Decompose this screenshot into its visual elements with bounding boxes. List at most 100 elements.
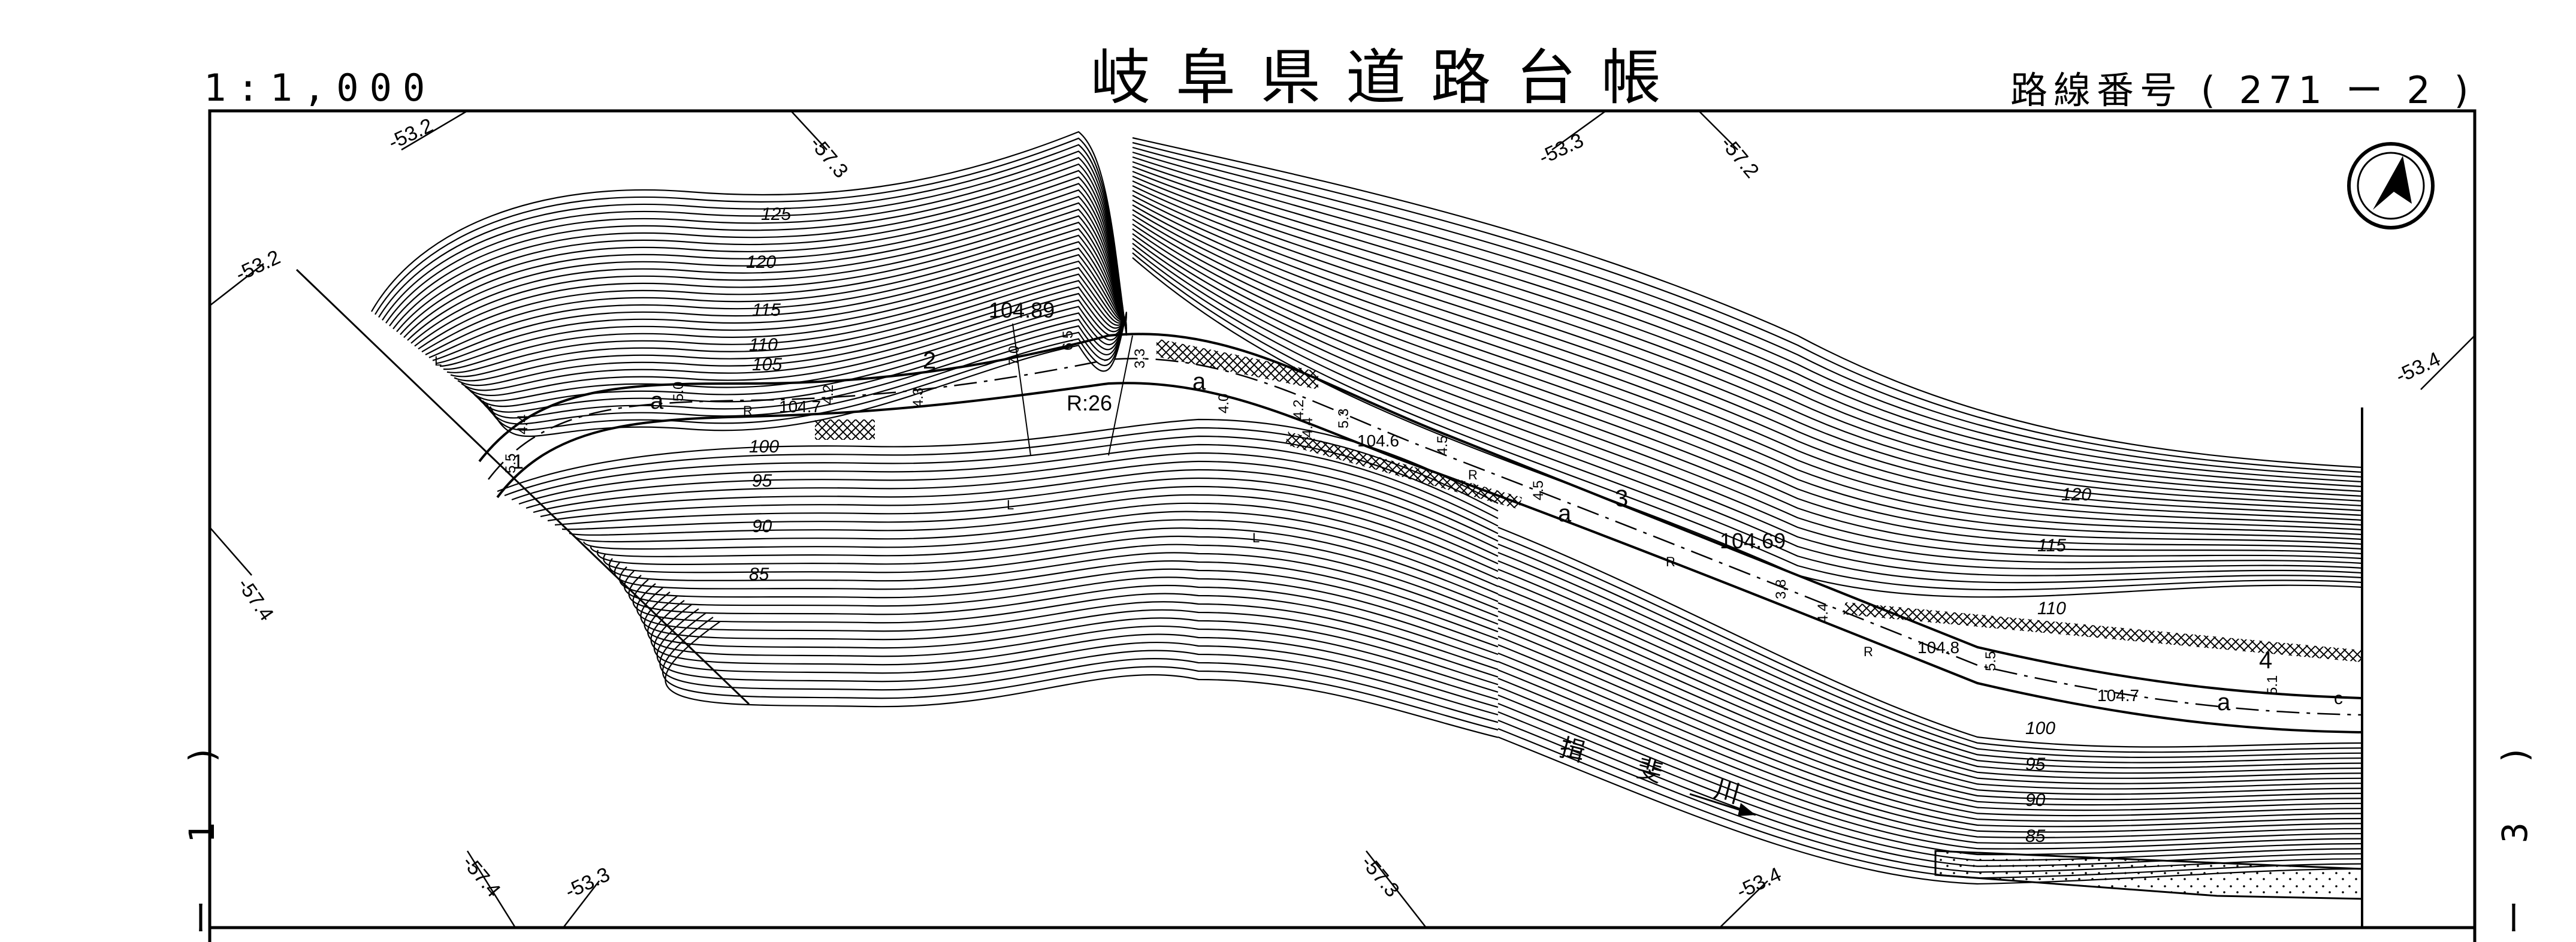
contour-line (614, 560, 1499, 633)
contour-line (628, 575, 1499, 656)
contour-line (371, 131, 1128, 336)
contour-line (659, 612, 1499, 723)
contour-line (472, 312, 1128, 407)
contours-right-slope (1132, 137, 2363, 885)
contour-line (378, 144, 1128, 334)
retaining-wall-right (1843, 602, 2362, 662)
contour-line (1132, 247, 2363, 584)
contour-line (428, 234, 1127, 358)
section-number: 2 (923, 348, 936, 374)
contour-line (1497, 686, 2363, 850)
width-label: 4.5 (1435, 436, 1451, 455)
mark-r: R (743, 403, 753, 418)
mark-a: a (2217, 689, 2231, 715)
contour-label: 120 (2061, 485, 2091, 505)
route-number: 路線番号 ( 271 ー 2 ) (2010, 60, 2475, 114)
contour-label: 85 (749, 564, 769, 584)
contour-line (1497, 593, 2363, 790)
contours-upper-left (371, 131, 1128, 437)
contour-line (1132, 228, 2363, 560)
contour-label: 95 (2025, 754, 2046, 774)
contour-label: 85 (2025, 826, 2046, 846)
contour-line (1132, 185, 2363, 517)
contour-line (554, 485, 1499, 564)
contour-line (1497, 560, 2363, 769)
contour-line (389, 163, 1128, 333)
contour-line (1132, 141, 2363, 473)
contour-line (582, 519, 1499, 595)
contour-line (432, 241, 1127, 361)
contour-line (1132, 175, 2363, 507)
section-number: 1 (512, 451, 524, 473)
width-label: 6.5 (1060, 331, 1076, 351)
contour-line (1497, 644, 2363, 822)
coord-label: -57.4 (232, 574, 278, 625)
contour-line (1132, 219, 2363, 550)
retaining-wall-left (815, 419, 875, 440)
width-label: 4.5 (1530, 481, 1547, 500)
contour-line (665, 621, 1499, 738)
contour-line (1132, 233, 2363, 564)
contour-line (475, 314, 1128, 413)
contour-line (382, 150, 1128, 334)
curve-radius-label: R:26 (1067, 391, 1112, 415)
contour-line (1132, 156, 2363, 488)
contour-line (1132, 170, 2363, 502)
width-label: 4.4 (1815, 603, 1831, 623)
elevation-label: 104.7 (779, 397, 821, 416)
map-scale: 1:1,000 (204, 66, 436, 110)
sheet-edge-left: ー 1 ) (182, 726, 222, 935)
sheet-edge-right: ー 3 ) (2495, 726, 2535, 935)
contour-line (547, 477, 1499, 557)
contour-line (1132, 195, 2363, 526)
contour-line (603, 544, 1499, 618)
contour-line (656, 608, 1499, 715)
contour-line (1497, 669, 2363, 838)
contour-line (608, 552, 1499, 625)
contour-line (400, 183, 1128, 336)
contour-line (414, 209, 1128, 347)
retaining-wall-mid (1285, 431, 1522, 509)
gravel-area (1934, 850, 2363, 900)
contour-line (596, 535, 1499, 610)
contour-line (375, 137, 1128, 335)
mark-l: L (434, 354, 442, 369)
coord-label: -53.2 (232, 246, 283, 286)
road-edge-upper (478, 333, 2363, 699)
contour-line (1497, 635, 2363, 817)
coord-label: -53.2 (385, 114, 436, 154)
contour-line (1132, 137, 2363, 469)
contour-line (396, 176, 1128, 333)
road-centerline (488, 358, 2363, 716)
route-number-value: ( 271 ー 2 ) (2200, 68, 2475, 112)
contour-line (1497, 543, 2363, 758)
contour-label: 105 (752, 355, 782, 375)
contour-line (590, 527, 1499, 602)
contour-line (1132, 151, 2363, 483)
contour-label: 120 (746, 252, 776, 272)
contour-line (468, 306, 1128, 401)
contour-line (1497, 551, 2363, 763)
contour-label: 90 (2025, 790, 2046, 810)
contour-line (421, 221, 1127, 353)
contour-line (650, 600, 1499, 701)
contour-label: 100 (749, 437, 779, 457)
mark-l: L (1252, 530, 1260, 545)
contour-line (561, 494, 1499, 572)
road-edge-lower (496, 382, 2363, 733)
contour-line (443, 260, 1127, 370)
width-label: 5.1 (2264, 675, 2281, 695)
contour-line (1497, 585, 2363, 784)
contour-line (1132, 224, 2363, 555)
contour-line (636, 583, 1499, 671)
contour-line (569, 502, 1499, 580)
width-label: 4.4 (515, 415, 531, 434)
contour-line (1497, 568, 2363, 774)
width-label: 4.4 (1300, 418, 1316, 437)
contour-line (1132, 243, 2363, 576)
contour-line (407, 195, 1128, 341)
contour-line (457, 286, 1127, 387)
elevation-label: 104.69 (1720, 529, 1786, 553)
contour-line (1497, 602, 2363, 795)
north-arrow-icon (2347, 142, 2435, 230)
